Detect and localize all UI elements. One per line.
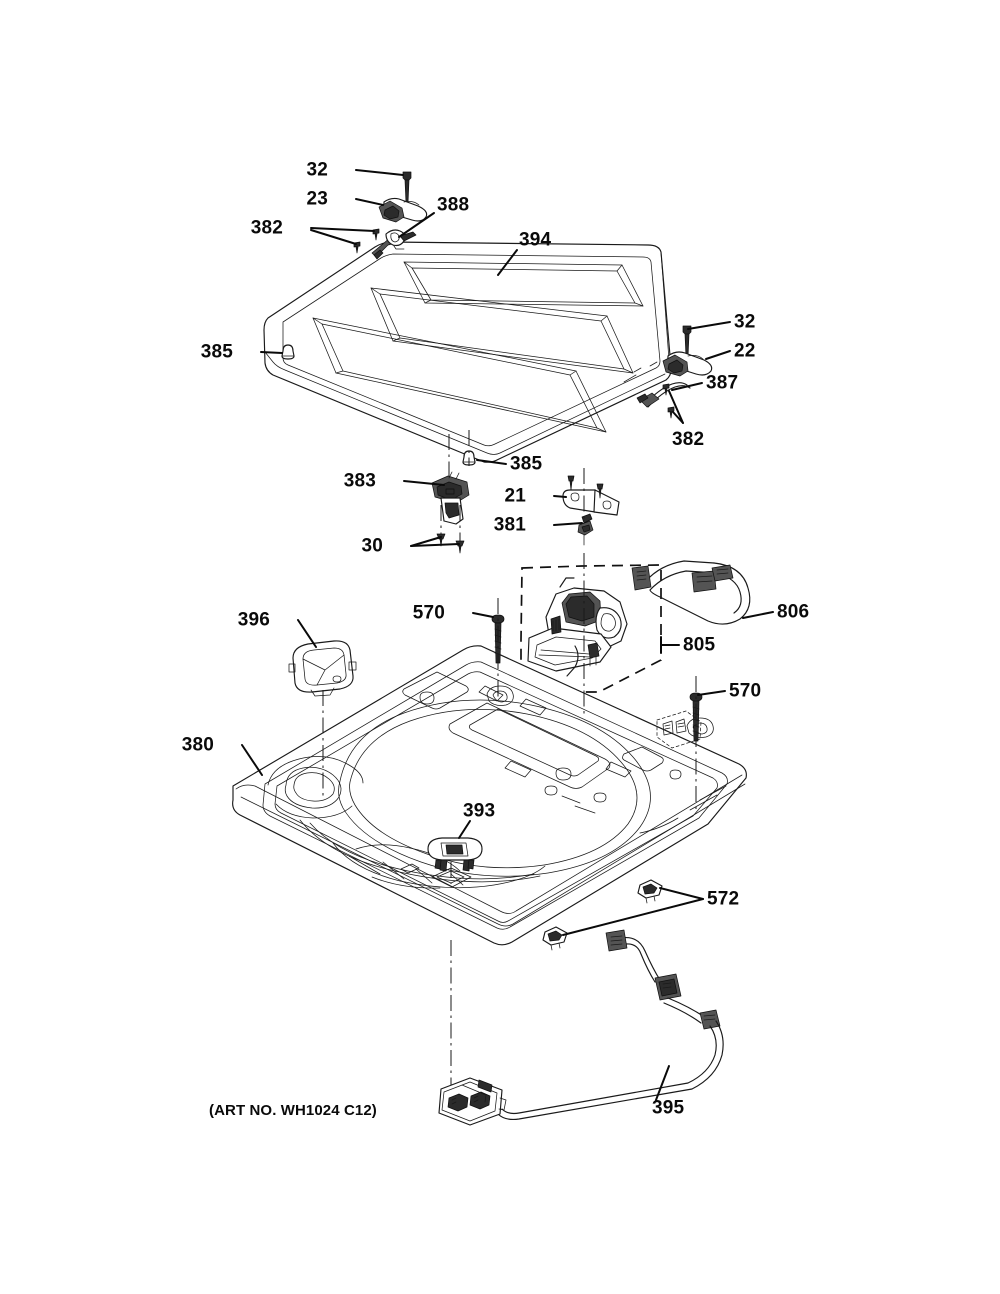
callout-393: 393 — [463, 800, 496, 822]
callout-382-right: 382 — [672, 429, 705, 450]
callout-387: 387 — [706, 372, 739, 394]
harness-connector-block — [438, 1077, 507, 1126]
callout-570-left: 570 — [412, 602, 445, 624]
callout-395: 395 — [652, 1097, 685, 1119]
callout-32-left: 32 — [306, 159, 328, 181]
screw-30-b — [455, 540, 465, 554]
callout-806: 806 — [777, 601, 810, 623]
bracket-21 — [562, 475, 620, 516]
latch-393 — [427, 837, 483, 872]
callout-805: 805 — [683, 634, 716, 656]
pin-382-right-b — [667, 406, 675, 419]
lid-394 — [263, 241, 672, 463]
lid-groove-1 — [403, 261, 644, 307]
lid-lock-383 — [431, 471, 470, 525]
left-hinge-group — [353, 171, 428, 260]
lid-groove-3 — [312, 317, 607, 433]
callout-383: 383 — [343, 470, 376, 492]
callout-23: 23 — [306, 188, 328, 210]
clip-572-a — [637, 879, 663, 904]
art-number-caption: (ART NO. WH1024 C12) — [209, 1102, 377, 1119]
bumper-385-left — [281, 344, 295, 360]
harness-395 — [438, 929, 724, 1126]
callout-570-right: 570 — [729, 680, 762, 702]
callout-22: 22 — [734, 340, 756, 362]
right-hinge-group — [636, 325, 713, 419]
callout-30: 30 — [361, 535, 383, 557]
grommet-396 — [288, 640, 357, 697]
callout-381: 381 — [493, 514, 526, 536]
rod-388 — [371, 229, 417, 260]
callout-382-left: 382 — [250, 217, 283, 239]
callout-394: 394 — [519, 229, 552, 251]
callout-380: 380 — [181, 734, 214, 756]
mounting-pad-dashed — [656, 710, 702, 749]
callout-385-right: 385 — [510, 453, 543, 475]
callout-385-left: 385 — [200, 341, 233, 363]
pin-382-right-a — [662, 383, 670, 396]
clip-572-b — [542, 926, 568, 951]
callout-32-right: 32 — [734, 311, 756, 333]
dispenser-805-boundary — [520, 564, 662, 693]
callout-396: 396 — [237, 609, 270, 631]
dispenser-805 — [527, 577, 628, 677]
screw-32-left — [402, 171, 412, 204]
hinge-23 — [378, 197, 428, 223]
callout-388: 388 — [437, 194, 470, 216]
harness-806 — [631, 560, 751, 625]
hinge-22 — [662, 351, 713, 377]
top-panel-380 — [232, 645, 747, 946]
strike-381 — [577, 513, 594, 546]
leader-lines — [241, 169, 774, 1101]
callout-572: 572 — [707, 888, 740, 910]
callout-21: 21 — [504, 485, 526, 507]
lid-groove-2 — [370, 287, 634, 374]
